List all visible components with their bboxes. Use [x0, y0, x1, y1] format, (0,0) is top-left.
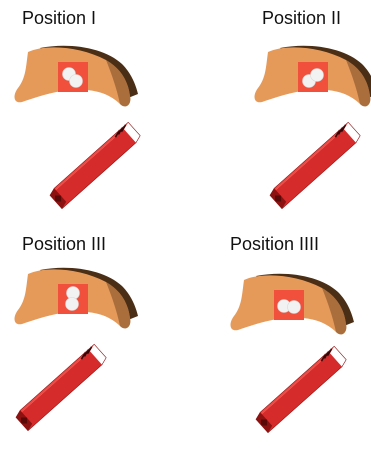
prism-side-face [50, 129, 136, 208]
prism-end-opening [275, 196, 281, 202]
label-position-2: Position II [262, 8, 341, 29]
prism-side-face [256, 353, 342, 432]
label-position-1: Position I [22, 8, 96, 29]
prism-end-opening [21, 418, 27, 424]
finger-illustration-4 [226, 266, 356, 346]
marker-dot-2 [288, 301, 301, 314]
prism-side-face [270, 129, 356, 208]
prism-illustration-2 [258, 128, 371, 218]
prism-side-face [16, 351, 102, 430]
finger-illustration-2 [250, 38, 371, 118]
label-position-3: Position III [22, 234, 106, 255]
prism-illustration-4 [244, 352, 364, 447]
prism-illustration-3 [4, 350, 124, 445]
prism-end-opening [261, 420, 267, 426]
marker-dot-2 [311, 69, 324, 82]
finger-illustration-3 [10, 260, 140, 340]
prism-end-opening [55, 196, 61, 202]
marker-dot-2 [66, 298, 79, 311]
label-position-4: Position IIII [230, 234, 319, 255]
prism-illustration-1 [38, 128, 158, 218]
finger-illustration-1 [10, 38, 140, 118]
marker-dot-2 [70, 75, 83, 88]
